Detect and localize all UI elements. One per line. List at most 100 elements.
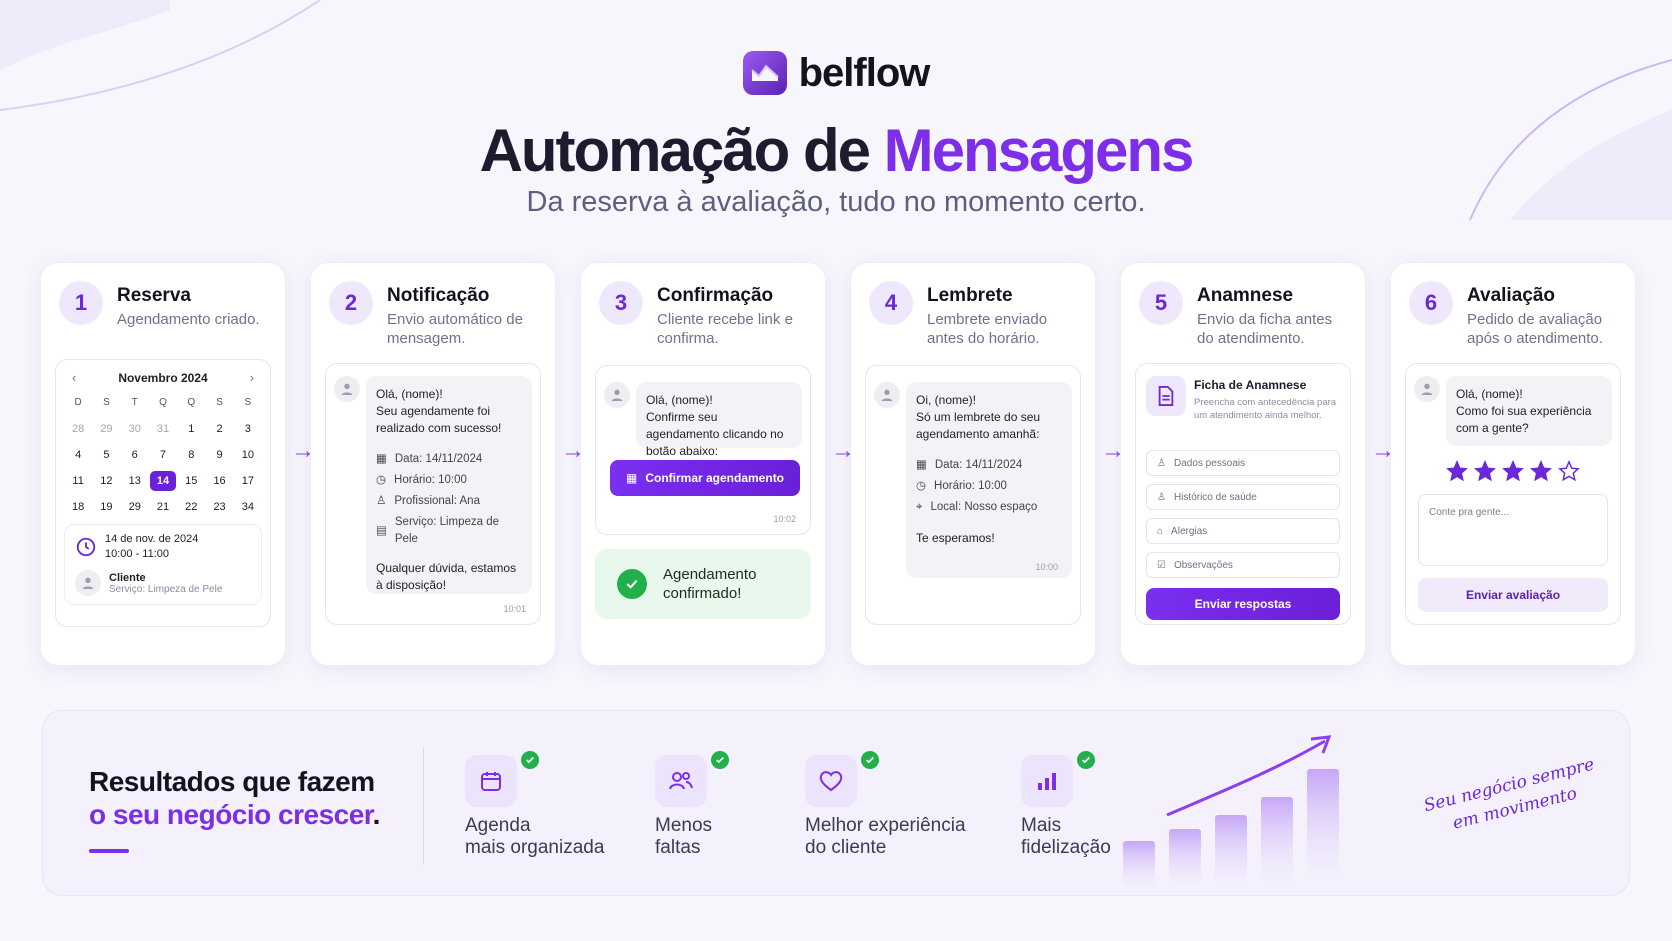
field-label: Alergias xyxy=(1171,525,1208,537)
msg-time: Horário: 10:00 xyxy=(934,480,1007,492)
calendar-day[interactable]: 31 xyxy=(156,423,170,435)
calendar-icon xyxy=(465,751,539,807)
calendar-day[interactable]: 29 xyxy=(100,423,113,435)
calendar-day[interactable]: 2 xyxy=(216,423,223,435)
message-text: Seu agendamente foi realizado com sucess… xyxy=(376,404,502,435)
benefit-label: Melhor experiência do cliente xyxy=(805,815,966,858)
field-observacoes[interactable]: ☑Observações xyxy=(1146,552,1340,578)
calendar-day[interactable]: 3 xyxy=(244,423,251,435)
calendar-day[interactable]: 29 xyxy=(128,501,141,513)
calendar-day[interactable]: 9 xyxy=(216,449,223,461)
results-title-line1: Resultados que fazem xyxy=(89,766,375,797)
next-month-icon[interactable]: › xyxy=(249,370,254,385)
calendar-day[interactable]: 16 xyxy=(213,475,226,487)
users-icon xyxy=(655,751,729,807)
message-greeting: Olá, (nome)! xyxy=(376,387,443,401)
calendar-day[interactable]: 13 xyxy=(128,475,141,487)
results-panel: Resultados que fazem o seu negócio cresc… xyxy=(42,710,1630,896)
benefit-faltas: Menos faltas xyxy=(655,751,729,859)
send-review-label: Enviar avaliação xyxy=(1465,588,1561,602)
review-textarea[interactable]: Conte pra gente... xyxy=(1418,494,1608,566)
send-answers-label: Enviar respostas xyxy=(1194,597,1292,611)
calendar-day[interactable]: 1 xyxy=(188,423,195,435)
message-text: Confirme seu agendamento clicando no bot… xyxy=(646,410,784,458)
step-title: Avaliação xyxy=(1467,285,1556,306)
calendar-day[interactable]: 4 xyxy=(75,449,82,461)
confirmed-banner: Agendamento confirmado! xyxy=(595,549,811,619)
chat-confirmation: Olá, (nome)! Confirme seu agendamento cl… xyxy=(595,365,811,535)
calendar-day[interactable]: 23 xyxy=(213,501,226,513)
star-filled-icon[interactable] xyxy=(1446,459,1468,487)
star-filled-icon[interactable] xyxy=(1502,459,1524,487)
clock-icon: ◷ xyxy=(376,474,387,486)
field-label: Dados pessoais xyxy=(1173,457,1246,469)
client-service: Serviço: Limpeza de Pele xyxy=(109,583,223,595)
star-rating[interactable] xyxy=(1406,459,1620,487)
growth-chart-illustration xyxy=(1123,735,1339,895)
heart-icon xyxy=(805,751,879,807)
header: belflow Automação de Mensagens Da reserv… xyxy=(0,50,1672,219)
calendar-day[interactable]: 12 xyxy=(100,475,113,487)
calendar-day[interactable]: 8 xyxy=(188,449,195,461)
step-number: 4 xyxy=(869,281,913,325)
weekday-label: S xyxy=(244,397,252,408)
calendar-day[interactable]: 30 xyxy=(128,423,141,435)
divider xyxy=(423,747,424,865)
step-number: 5 xyxy=(1139,281,1183,325)
step-title: Lembrete xyxy=(927,285,1013,306)
calendar-day[interactable]: 21 xyxy=(156,501,170,513)
person-icon: ♙ xyxy=(1157,457,1166,469)
message-bubble: Olá, (nome)! Confirme seu agendamento cl… xyxy=(636,382,802,458)
benefit-agenda: Agenda mais organizada xyxy=(465,751,605,859)
calendar-day[interactable]: 22 xyxy=(185,501,198,513)
calendar-day[interactable]: 19 xyxy=(100,501,113,513)
message-greeting: Olá, (nome)! xyxy=(646,393,713,407)
confirm-appointment-button[interactable]: ▦Confirmar agendamento xyxy=(610,460,800,496)
results-title-line2: o seu negócio crescer xyxy=(89,799,373,830)
calendar-day[interactable]: 18 xyxy=(72,501,85,513)
calendar-day[interactable]: 15 xyxy=(185,475,198,487)
star-filled-icon[interactable] xyxy=(1474,459,1496,487)
check-icon xyxy=(711,751,729,769)
star-empty-icon[interactable] xyxy=(1558,459,1580,487)
send-answers-button[interactable]: Enviar respostas xyxy=(1146,588,1340,620)
appt-time: 10:00 - 11:00 xyxy=(105,548,170,560)
send-review-button[interactable]: Enviar avaliação xyxy=(1418,578,1608,612)
calendar-day[interactable]: 11 xyxy=(72,475,84,487)
prev-month-icon[interactable]: ‹ xyxy=(72,370,77,385)
calendar-day[interactable]: 5 xyxy=(103,449,110,461)
chat-reminder: Oi, (nome)! Só um lembrete do seu agenda… xyxy=(865,365,1081,625)
bar-chart-icon xyxy=(1021,751,1095,807)
chat-notification: Olá, (nome)! Seu agendamente foi realiza… xyxy=(325,363,541,625)
logo-icon xyxy=(742,51,787,95)
calendar-day[interactable]: 7 xyxy=(159,449,167,461)
benefit-fidelizacao: Mais fidelização xyxy=(1021,751,1111,859)
calendar-day[interactable]: 28 xyxy=(72,423,85,435)
calendar-day[interactable]: 10 xyxy=(241,449,254,461)
calendar-day[interactable]: 34 xyxy=(241,501,254,513)
star-filled-icon[interactable] xyxy=(1530,459,1552,487)
benefit-label: Agenda mais organizada xyxy=(465,815,605,858)
user-avatar-icon xyxy=(604,382,630,408)
calendar-day[interactable]: 14 xyxy=(149,471,176,491)
message-text: Como foi sua experiência com a gente? xyxy=(1456,404,1592,435)
calendar-day[interactable]: 17 xyxy=(241,475,254,487)
message-bubble: Oi, (nome)! Só um lembrete do seu agenda… xyxy=(906,382,1072,578)
field-historico-saude[interactable]: ♙Histórico de saúde xyxy=(1146,484,1340,510)
calendar-day[interactable]: 6 xyxy=(131,449,138,461)
message-text: Só um lembrete do seu agendamento amanhã… xyxy=(916,410,1041,441)
results-title: Resultados que fazem o seu negócio cresc… xyxy=(89,765,380,831)
msg-location: Local: Nosso espaço xyxy=(930,501,1038,513)
message-bubble: Olá, (nome)! Seu agendamente foi realiza… xyxy=(366,376,532,594)
field-alergias[interactable]: ⌂Alergias xyxy=(1146,518,1340,544)
step-title: Confirmação xyxy=(657,285,774,306)
field-dados-pessoais[interactable]: ♙ Dados pessoais xyxy=(1146,450,1340,476)
client-label: Cliente xyxy=(109,571,146,584)
step-desc: Envio automático de mensagem. xyxy=(387,311,523,347)
